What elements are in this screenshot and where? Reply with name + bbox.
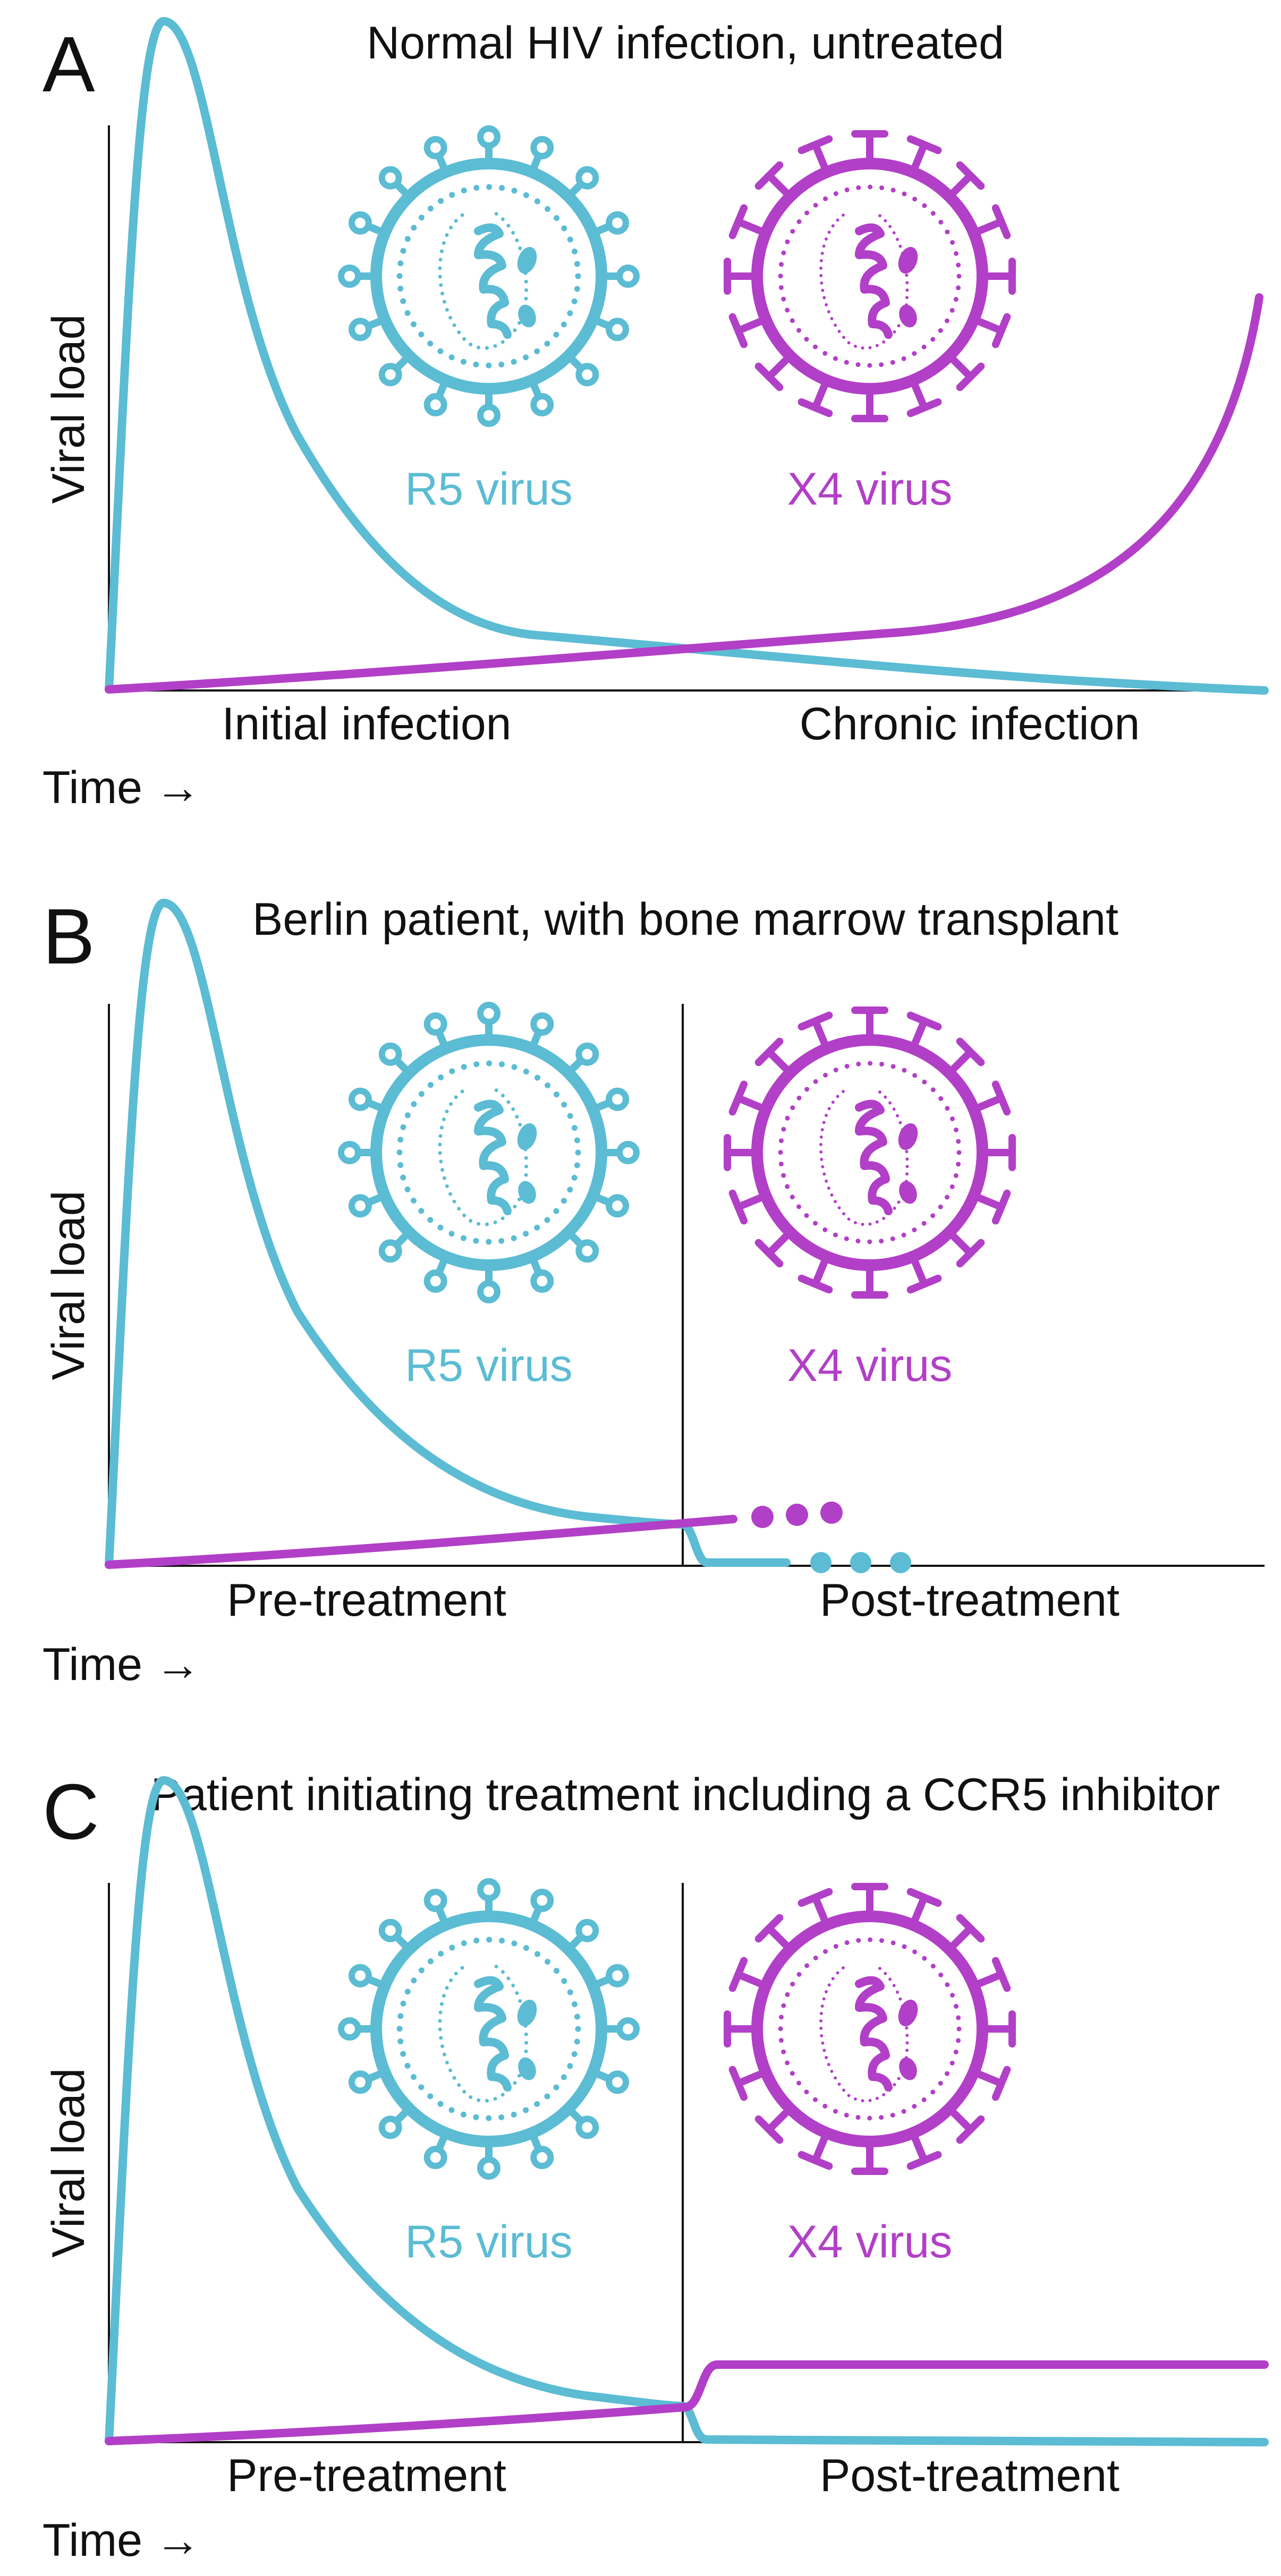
panel-letter: C <box>43 1768 99 1856</box>
r5-viral-load-curve <box>105 899 791 1569</box>
x4-continuation-dot <box>820 1502 843 1524</box>
r5-virus-icon <box>341 129 637 424</box>
x4-virus-icon <box>727 134 1012 419</box>
r5-continuation-dot <box>890 1552 911 1573</box>
x4-virus-label: X4 virus <box>787 1340 953 1391</box>
x4-continuation-dot <box>751 1506 774 1528</box>
r5-viral-load-curve <box>105 1776 1269 2446</box>
x4-virus-icon <box>727 1010 1012 1295</box>
left-period-label: Pre-treatment <box>227 2450 506 2501</box>
panel-a: A Normal HIV infection, untreated Viral … <box>43 17 1269 813</box>
panel-title: Berlin patient, with bone marrow transpl… <box>252 894 1118 945</box>
x4-virus-label: X4 virus <box>787 464 953 515</box>
left-period-label: Initial infection <box>222 698 512 749</box>
time-axis-label: Time → <box>43 762 201 813</box>
r5-virus-icon <box>341 1005 637 1300</box>
r5-virus-label: R5 virus <box>405 2216 572 2267</box>
panel-b: B Berlin patient, with bone marrow trans… <box>43 893 1265 1690</box>
right-period-label: Post-treatment <box>820 2450 1119 2501</box>
right-period-label: Post-treatment <box>820 1575 1119 1626</box>
time-axis-label: Time → <box>43 1639 201 1690</box>
panel-letter: B <box>43 893 95 980</box>
r5-viral-load-curve <box>105 17 1269 695</box>
x4-virus-label: X4 virus <box>787 2216 953 2267</box>
y-axis-label: Viral load <box>43 1191 94 1380</box>
right-period-label: Chronic infection <box>800 698 1140 749</box>
panel-c: C Patient initiating treatment including… <box>43 1768 1269 2566</box>
panel-title: Patient initiating treatment including a… <box>151 1769 1220 1820</box>
x4-viral-load-curve <box>105 1515 737 1569</box>
x4-viral-load-curve <box>105 293 1263 694</box>
y-axis-label: Viral load <box>43 2068 94 2258</box>
r5-virus-icon <box>341 1881 637 2177</box>
r5-virus-label: R5 virus <box>405 464 572 515</box>
left-period-label: Pre-treatment <box>227 1575 506 1626</box>
r5-virus-label: R5 virus <box>405 1340 572 1391</box>
panel-letter: A <box>43 21 95 108</box>
x4-virus-icon <box>727 1887 1012 2171</box>
x4-continuation-dot <box>786 1504 808 1526</box>
panel-title: Normal HIV infection, untreated <box>367 18 1004 69</box>
time-axis-label: Time → <box>43 2515 201 2566</box>
y-axis-label: Viral load <box>43 314 94 504</box>
r5-continuation-dot <box>810 1552 832 1573</box>
r5-continuation-dot <box>850 1552 871 1573</box>
x4-viral-load-curve <box>105 2360 1269 2445</box>
